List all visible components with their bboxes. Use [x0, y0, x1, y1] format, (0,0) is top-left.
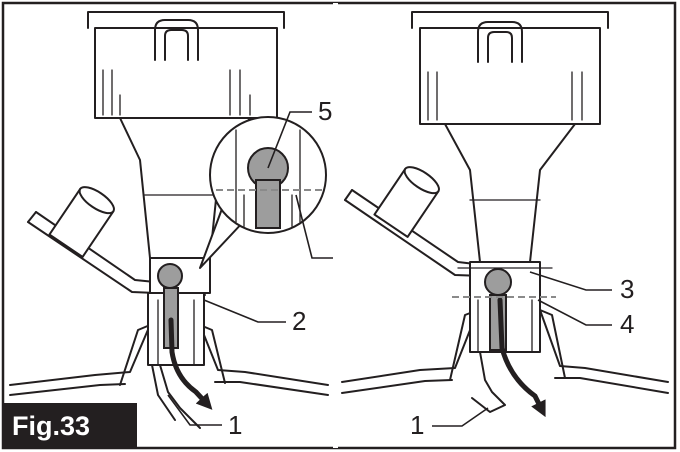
right-base-plate — [341, 309, 479, 383]
right-wire — [471, 351, 506, 413]
callout-4-left: 4 — [340, 242, 354, 272]
callout-2: 2 — [292, 306, 306, 336]
left-flow-arrow — [168, 317, 213, 410]
callout-5: 5 — [318, 96, 332, 126]
right-pin-head — [484, 268, 512, 296]
left-panel: 5 4 2 1 — [9, 11, 354, 440]
callout-4-right: 4 — [620, 309, 634, 339]
left-wire — [159, 364, 201, 429]
left-plate-boss — [48, 186, 115, 258]
figure-label: Fig.33 — [2, 403, 137, 449]
callout-1-left: 1 — [228, 410, 242, 440]
left-connector-housing — [94, 27, 278, 119]
right-connector-housing — [419, 27, 601, 125]
right-plate-boss — [373, 166, 440, 238]
right-stem — [444, 123, 576, 263]
left-pin-head — [157, 263, 183, 289]
callout-1-right: 1 — [410, 410, 424, 440]
left-base-plate — [9, 324, 151, 386]
callout-3: 3 — [620, 274, 634, 304]
right-panel: 3 4 1 — [341, 11, 669, 440]
right-flow-arrow — [497, 297, 546, 418]
